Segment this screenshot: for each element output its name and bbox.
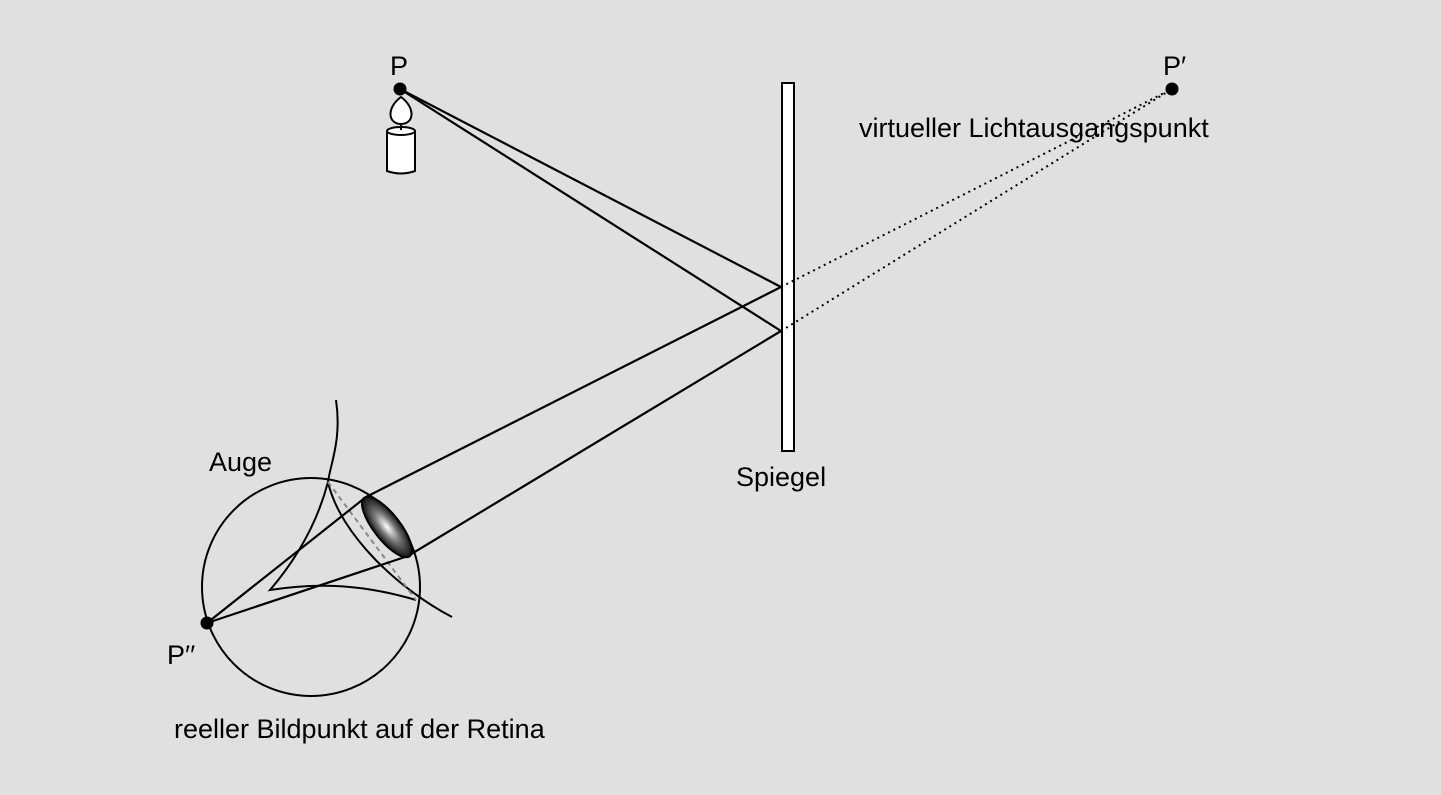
point-p-dot [393, 82, 407, 96]
point-p-double-prime-dot [200, 616, 214, 630]
incident-ray-upper [399, 88, 782, 288]
label-virtual-point: virtueller Lichtausgangspunkt [859, 113, 1209, 143]
reflected-ray-lower [407, 330, 782, 557]
retina-ray-upper [206, 496, 367, 624]
label-real-image: reeller Bildpunkt auf der Retina [174, 714, 546, 744]
label-p-double-prime: P′′ [167, 640, 195, 670]
virtual-ray-lower [780, 88, 1173, 332]
label-p-prime: P′ [1163, 51, 1186, 81]
virtual-ray-upper [780, 88, 1173, 288]
candle-icon [386, 95, 416, 175]
point-p-prime-dot [1165, 82, 1179, 96]
retina-ray-lower [206, 554, 409, 625]
eye-lens [361, 495, 413, 559]
eyeball [201, 477, 421, 697]
cornea-arc [326, 399, 453, 618]
iris-outline [267, 481, 417, 601]
label-p: P [390, 51, 408, 81]
label-mirror: Spiegel [736, 462, 826, 492]
label-eye: Auge [209, 447, 272, 477]
mirror [781, 82, 795, 452]
pupil-line [327, 481, 417, 601]
incident-ray-lower [399, 88, 782, 332]
reflected-ray-upper [365, 286, 782, 498]
